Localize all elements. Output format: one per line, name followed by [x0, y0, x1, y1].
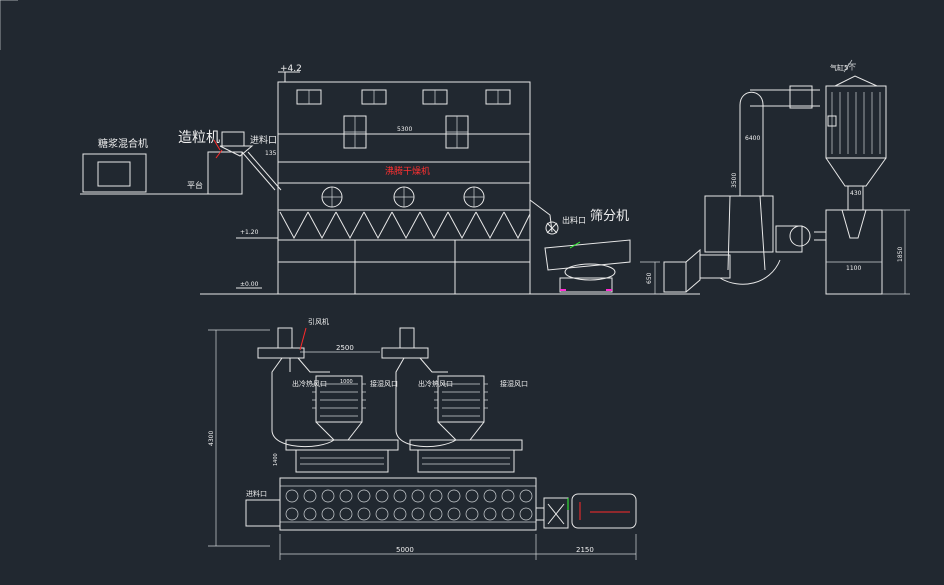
filter-bag-circle: [519, 507, 533, 521]
dim-2150-label: 2150: [576, 546, 594, 554]
outlet-left2-label: 出冷热风口: [418, 379, 453, 388]
dim-top-width-label: 5300: [397, 126, 412, 133]
filter-bag-circle: [501, 507, 515, 521]
fluid-bed-dryer: [277, 81, 531, 295]
elevation-mid-label: +1.20: [240, 229, 259, 236]
induced-draft-fan-right: [381, 327, 448, 430]
filter-bag-circle: [447, 507, 461, 521]
filter-bag-circle: [357, 489, 371, 503]
air-cylinder-label: 气缸5个: [830, 63, 855, 72]
filter-bag-circle: [357, 507, 371, 521]
mixer-label: 糖浆混合机: [98, 137, 148, 150]
dim-3500-label: 3500: [731, 173, 738, 188]
dim-1400-label: 1400: [273, 453, 279, 466]
filter-bag-circle: [465, 489, 479, 503]
dim-2500-label: 2500: [336, 344, 354, 352]
filter-bag-circle: [393, 507, 407, 521]
platform-label: 平台: [187, 180, 203, 190]
filter-bag-circle: [339, 489, 353, 503]
cyclone-duct-system: [663, 85, 820, 293]
viewport-corner: [0, 0, 18, 50]
fan-label: 引风机: [308, 317, 329, 326]
filter-bag-circle: [339, 507, 353, 521]
fan-leader-line: [299, 327, 307, 351]
dim-6400-label: 6400: [745, 135, 760, 142]
dim-4300-label: 4300: [208, 431, 215, 446]
dim-1850-label: 1850: [897, 247, 904, 262]
dryer-name-label: 沸腾干燥机: [385, 165, 430, 177]
discharge-port-label: 出料口: [562, 215, 586, 225]
dim-1000-label: 1000: [340, 379, 353, 385]
feed-port-top-label: 进料口: [250, 134, 277, 146]
filter-bag-circle: [375, 489, 389, 503]
dim-650-line: [640, 261, 660, 295]
filter-bag-circle: [285, 507, 299, 521]
filter-bag-circle: [303, 507, 317, 521]
cyclone-unit-left: [271, 375, 366, 448]
filter-bag-circle: [285, 489, 299, 503]
filter-bag-circle: [429, 507, 443, 521]
elevation-floor-label: ±0.00: [240, 281, 259, 288]
filter-bag-circle: [393, 489, 407, 503]
dim-4300-line: [208, 329, 270, 547]
bag-filter: [814, 59, 910, 295]
filter-bag-circle: [321, 507, 335, 521]
filter-bag-circle: [429, 489, 443, 503]
filter-bag-circle: [321, 489, 335, 503]
screening-machine: [529, 199, 631, 293]
induced-draft-fan-left: [257, 327, 330, 430]
filter-bag-circle: [303, 489, 317, 503]
filter-bag-circle: [375, 507, 389, 521]
filter-bag-circle: [447, 489, 461, 503]
dim-135-label: 135: [265, 150, 277, 157]
dim-430-label: 430: [850, 190, 862, 197]
discharge-conveyor-plan: [536, 493, 637, 529]
dim-1100-label: 1100: [846, 265, 861, 272]
granulator: [207, 131, 282, 195]
elevation-top-label: +4.2: [280, 64, 302, 74]
screen-machine-label: 筛分机: [590, 209, 629, 224]
dryer-plan-bed: [279, 477, 537, 531]
outlet-right-label: 接湿风口: [370, 379, 398, 388]
filter-bag-circle: [411, 489, 425, 503]
elevation-marker-top: [278, 71, 300, 82]
feed-inlet-plan: [245, 499, 281, 527]
filter-bag-circle: [483, 507, 497, 521]
filter-bag-circle: [411, 507, 425, 521]
filter-bag-circle: [519, 489, 533, 503]
dryer-hoods: [285, 439, 523, 473]
feed-port-plan-label: 进料口: [246, 489, 267, 498]
filter-bag-circle: [465, 507, 479, 521]
syrup-mixer: [80, 153, 240, 195]
outlet-right2-label: 接湿风口: [500, 379, 528, 388]
filter-bag-circle: [483, 489, 497, 503]
dim-5000-label: 5000: [396, 546, 414, 554]
granulator-label: 造粒机: [178, 130, 220, 146]
outlet-left-label: 出冷热风口: [292, 379, 327, 388]
dim-650-label: 650: [646, 272, 653, 284]
filter-bag-circle: [501, 489, 515, 503]
plan-dim-line: [279, 534, 637, 560]
